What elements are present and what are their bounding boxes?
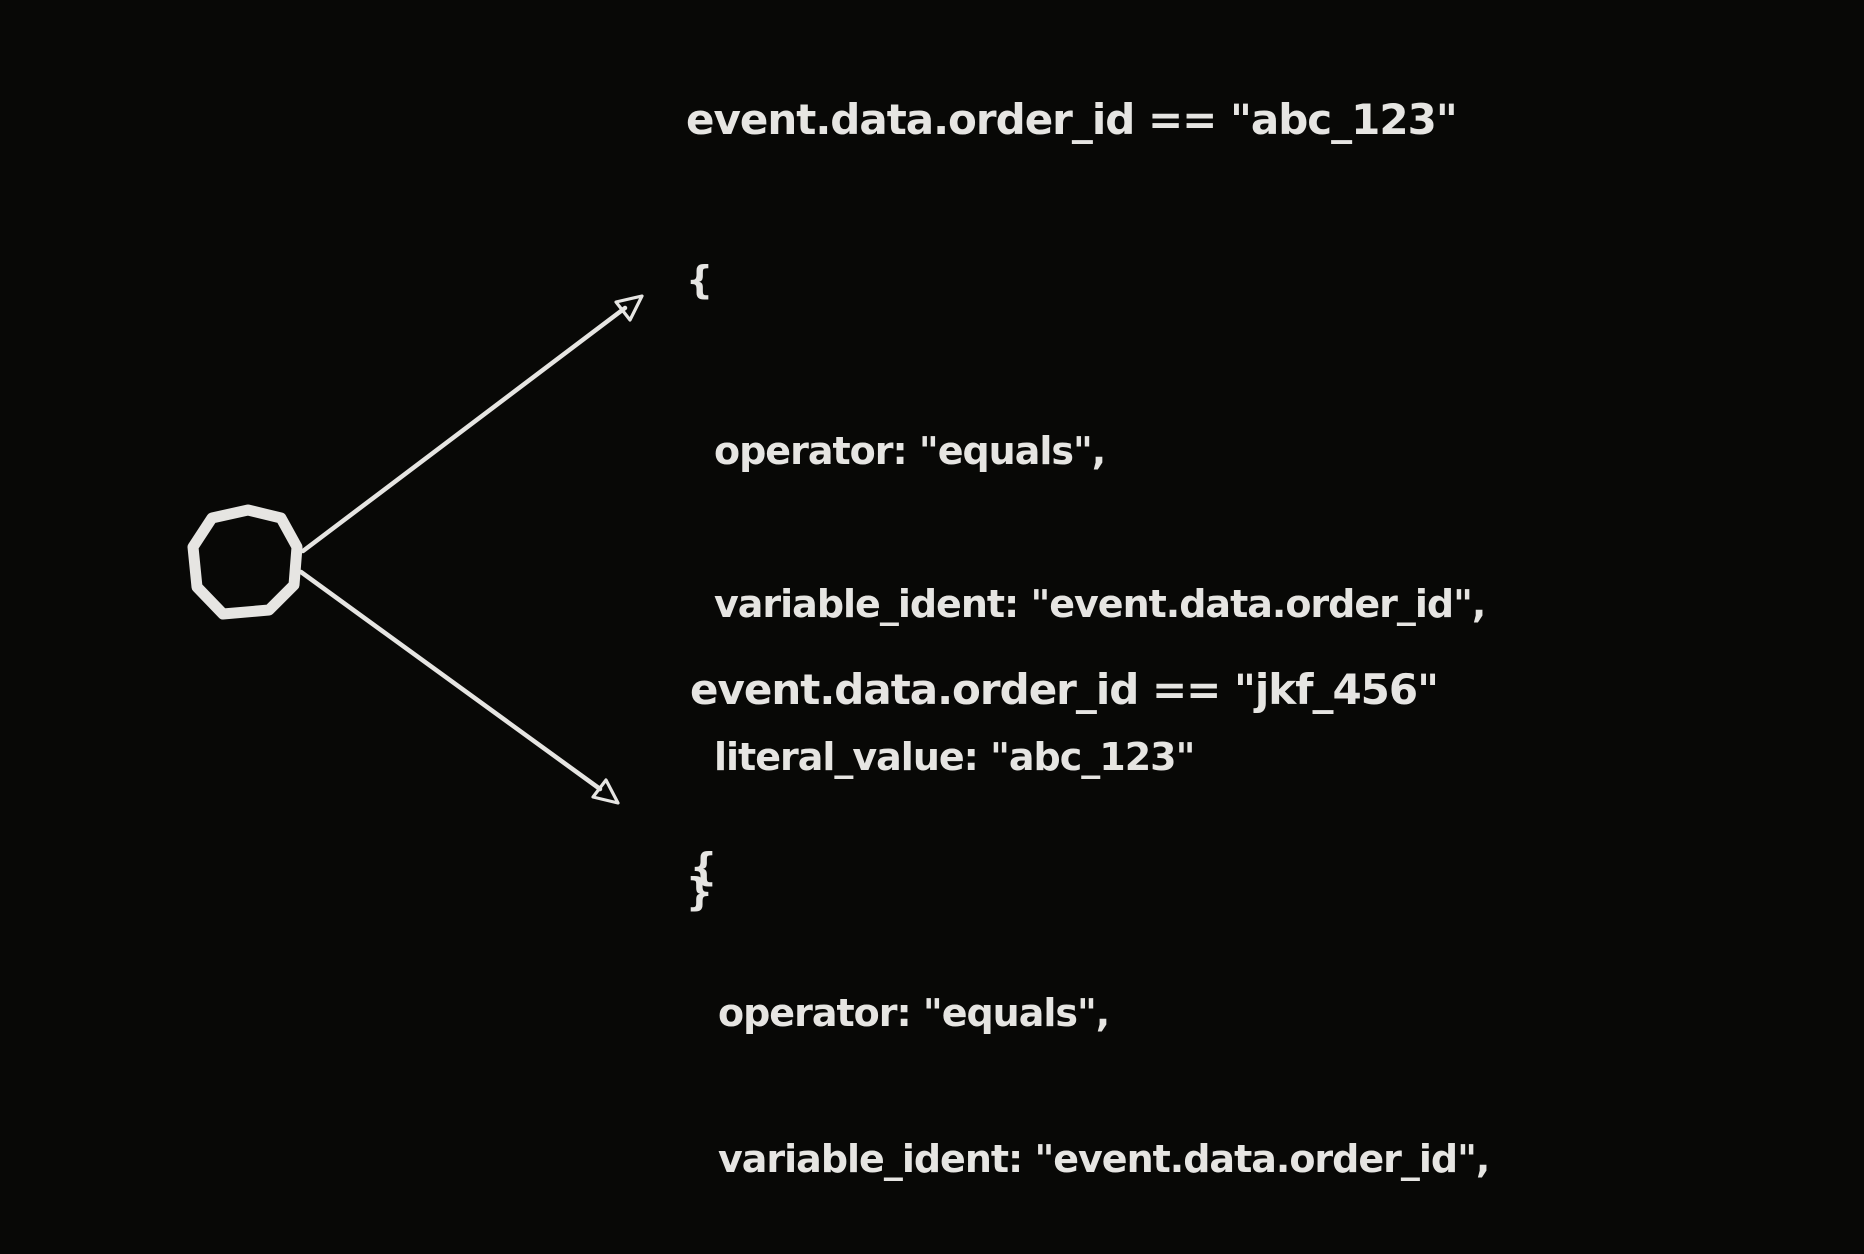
code-line: { [686, 258, 713, 302]
code-line: variable_ident: "event.data.order_id", [718, 1137, 1490, 1181]
arrow-2-line [298, 569, 603, 792]
state-node-circle-icon [187, 504, 303, 620]
code-line: operator: "equals", [718, 991, 1110, 1035]
arrow-to-branch-1 [300, 294, 644, 554]
arrow-1-line [300, 305, 628, 554]
arrow-to-branch-2 [298, 569, 620, 805]
branch-1: event.data.order_id == "abc_123" { opera… [686, 94, 1486, 1013]
branch-2-expression: event.data.order_id == "jkf_456" [690, 665, 1439, 714]
branch-1-json-block: { operator: "equals", variable_ident: "e… [686, 160, 1486, 1013]
branch-1-expression: event.data.order_id == "abc_123" [686, 95, 1458, 144]
code-line: operator: "equals", [714, 429, 1106, 473]
code-line: variable_ident: "event.data.order_id", [714, 582, 1486, 626]
branch-2: event.data.order_id == "jkf_456" { opera… [690, 664, 1490, 1254]
branch-2-json-block: { operator: "equals", variable_ident: "e… [690, 750, 1490, 1254]
arrow-1-arrowhead-icon [614, 294, 644, 322]
code-line: literal_value: "abc_123" [714, 735, 1195, 779]
code-line: { [690, 845, 717, 889]
arrow-2-arrowhead-icon [591, 778, 620, 805]
code-line: } [686, 870, 713, 914]
